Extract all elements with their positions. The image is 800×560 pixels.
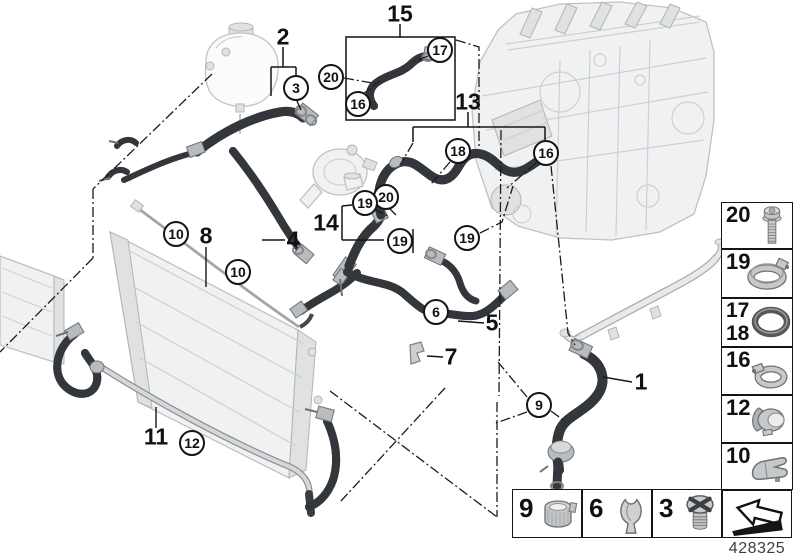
callout-circle-19-a[interactable]: 19 <box>352 190 378 216</box>
legend-label: 12 <box>726 395 751 420</box>
legend-nav-box[interactable] <box>722 490 792 538</box>
legend-label: 6 <box>589 493 604 523</box>
legend-label: 17 18 <box>726 299 750 345</box>
part-label-5[interactable]: 5 <box>485 309 499 336</box>
legend-label: 3 <box>659 493 674 523</box>
callout-circle-18[interactable]: 18 <box>445 138 471 164</box>
o-ring-icon <box>751 306 791 338</box>
legend-label: 9 <box>519 493 534 523</box>
legend-label: 20 <box>726 202 751 227</box>
expansion-tank-ghost <box>204 22 279 134</box>
callout-circle-6[interactable]: 6 <box>423 299 449 325</box>
callout-circle-17[interactable]: 17 <box>427 37 453 63</box>
callout-circle-19-c[interactable]: 19 <box>454 225 480 251</box>
legend-item-6[interactable]: 6 <box>582 489 652 538</box>
legend-item-3[interactable]: 3 <box>652 489 722 538</box>
legend-item-16[interactable]: 16 <box>721 347 793 395</box>
legend-item-10[interactable]: 10 <box>721 443 793 490</box>
legend-item-9[interactable]: 9 <box>512 489 582 538</box>
part-label-13[interactable]: 13 <box>455 88 481 115</box>
radiator-ghost <box>109 230 323 480</box>
legend-label: 10 <box>726 443 751 468</box>
leader-lines <box>0 24 633 518</box>
condenser-ghost <box>0 255 65 365</box>
legend-item-17-18[interactable]: 17 18 <box>721 298 793 347</box>
spring-clip-icon <box>620 498 642 534</box>
diagram-number: 428325 <box>728 540 786 557</box>
legend-label: 16 <box>726 347 751 372</box>
callout-circle-3[interactable]: 3 <box>283 75 309 101</box>
hose-clamp-large-icon <box>747 257 790 290</box>
quick-coupling-icon <box>752 407 785 437</box>
engine-ghost <box>471 1 715 241</box>
legend-item-19[interactable]: 19 <box>721 249 793 298</box>
hose-clamp-icon <box>751 362 788 389</box>
callout-circle-20-b[interactable]: 20 <box>373 184 399 210</box>
legend-item-12[interactable]: 12 <box>721 395 793 443</box>
part-label-11[interactable]: 11 <box>143 423 169 450</box>
callout-circle-12[interactable]: 12 <box>179 430 205 456</box>
coolant-pipe-ghost <box>559 238 726 343</box>
part-label-4[interactable]: 4 <box>286 226 300 253</box>
callout-circle-16-a[interactable]: 16 <box>345 91 371 117</box>
callout-circle-16-b[interactable]: 16 <box>533 140 559 166</box>
callout-circle-9[interactable]: 9 <box>526 392 552 418</box>
retaining-clip-icon <box>751 457 788 482</box>
callout-circle-19-b[interactable]: 19 <box>387 228 413 254</box>
callout-circle-10-b[interactable]: 10 <box>225 259 251 285</box>
back-arrow-icon <box>732 498 784 536</box>
bracket-7 <box>409 341 425 365</box>
vent-hose-8 <box>129 199 314 329</box>
part-label-15[interactable]: 15 <box>387 0 413 27</box>
part-label-2[interactable]: 2 <box>276 23 290 50</box>
sealing-plug-icon <box>686 495 714 530</box>
bolt-icon <box>762 206 782 244</box>
callout-circle-10-a[interactable]: 10 <box>163 221 189 247</box>
part-label-8[interactable]: 8 <box>199 222 213 249</box>
part-label-1[interactable]: 1 <box>634 368 648 395</box>
legend-label: 19 <box>726 249 751 274</box>
part-label-7[interactable]: 7 <box>444 343 458 370</box>
part-label-14[interactable]: 14 <box>313 209 339 236</box>
callout-circle-20-a[interactable]: 20 <box>318 64 344 90</box>
legend-item-20[interactable]: 20 <box>721 202 793 249</box>
clamp-ring-icon <box>544 500 578 528</box>
thermostat-ghost <box>299 144 378 209</box>
